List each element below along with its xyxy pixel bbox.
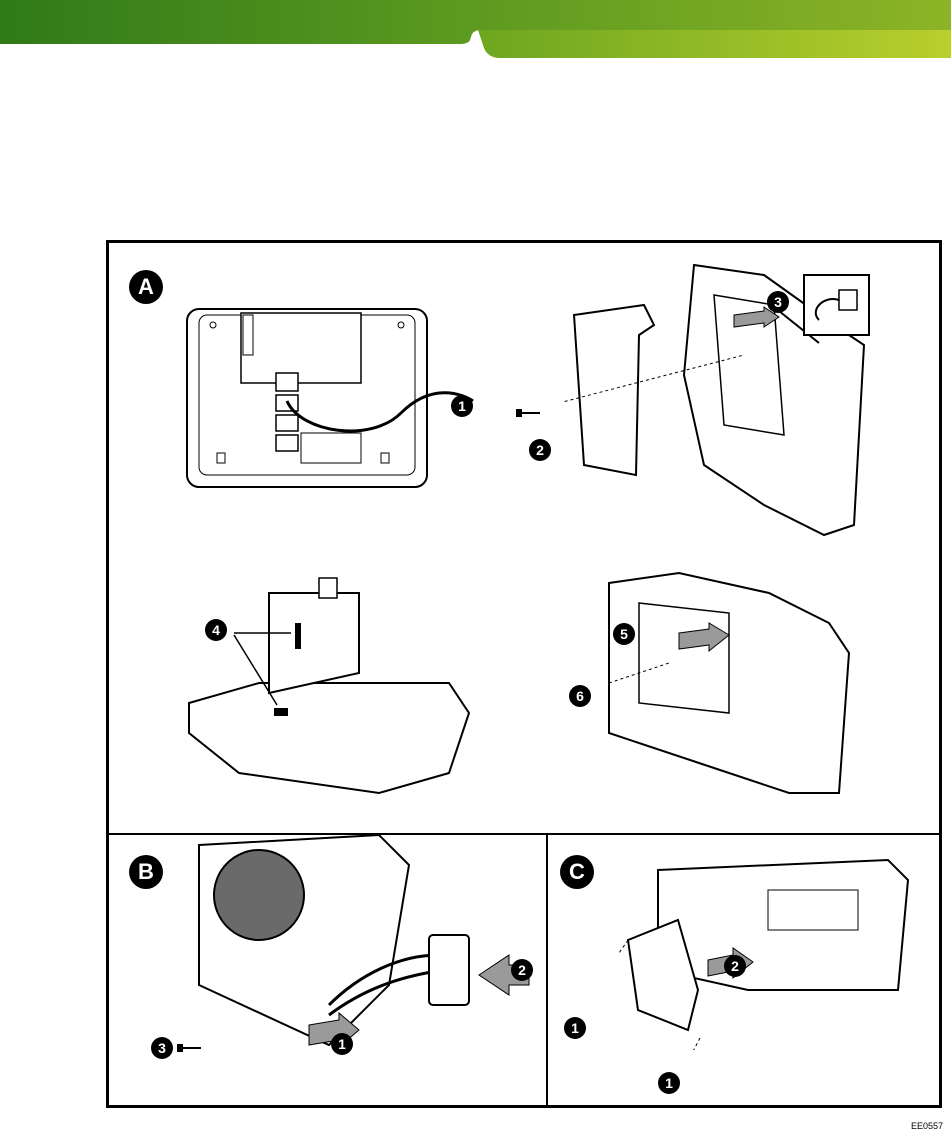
callout-b-2: 2 <box>511 959 533 981</box>
speaker-cable-illustration <box>179 835 539 1055</box>
screw-icon <box>175 1039 205 1057</box>
desk-stand-illustration <box>179 573 479 803</box>
phone-back-illustration <box>181 303 481 493</box>
callout-c-1-bottom: 1 <box>658 1072 680 1094</box>
callout-a-1: 1 <box>451 395 473 417</box>
panel-c: C 2 1 1 <box>548 835 939 1105</box>
callout-c-1-left: 1 <box>564 1017 586 1039</box>
diagram-frame: A 1 <box>106 240 942 1108</box>
panel-c-label: C <box>560 855 594 889</box>
callout-a-5: 5 <box>613 623 635 645</box>
callout-c-2: 2 <box>724 955 746 977</box>
panel-b-label: B <box>129 855 163 889</box>
panel-a: A 1 <box>109 243 939 833</box>
panel-a-label: A <box>129 270 163 304</box>
header-banner <box>0 0 951 60</box>
wall-mount-illustration <box>564 255 874 555</box>
callout-a-3: 3 <box>767 291 789 313</box>
callout-b-3: 3 <box>151 1037 173 1059</box>
callout-a-4: 4 <box>205 619 227 641</box>
panel-b: B 2 1 3 <box>109 835 546 1105</box>
callout-a-6: 6 <box>569 685 591 707</box>
screw-icon <box>514 403 544 423</box>
wall-mount-assembled-illustration <box>589 563 879 813</box>
callout-a-2: 2 <box>529 439 551 461</box>
bracket-removal-illustration <box>618 850 918 1050</box>
callout-b-1: 1 <box>331 1033 353 1055</box>
document-code: EE0557 <box>911 1121 943 1131</box>
